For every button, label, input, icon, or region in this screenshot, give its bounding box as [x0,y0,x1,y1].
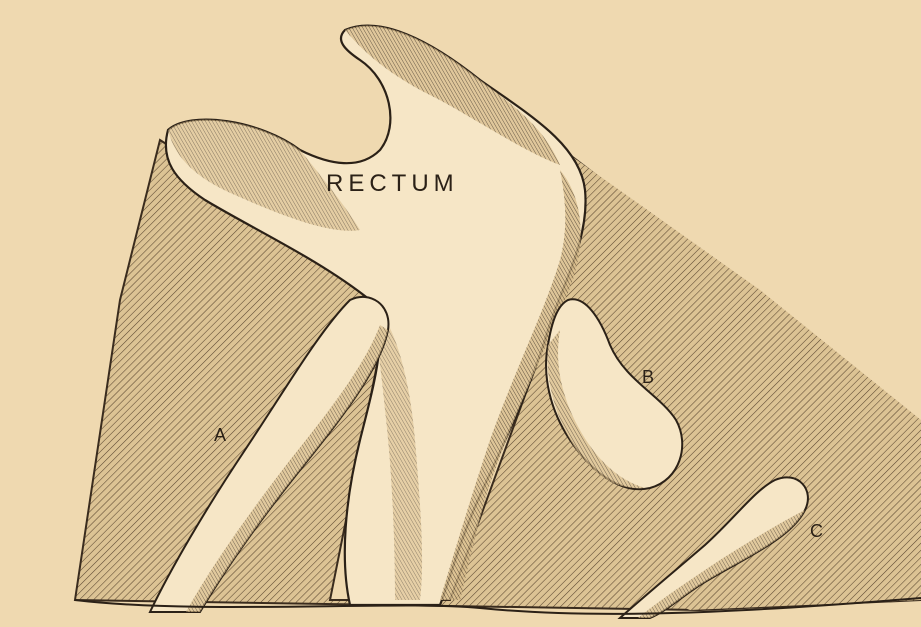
label-rectum: RECTUM [326,172,459,196]
label-a: A [214,426,226,444]
label-c: C [810,522,823,540]
label-b: B [642,368,654,386]
